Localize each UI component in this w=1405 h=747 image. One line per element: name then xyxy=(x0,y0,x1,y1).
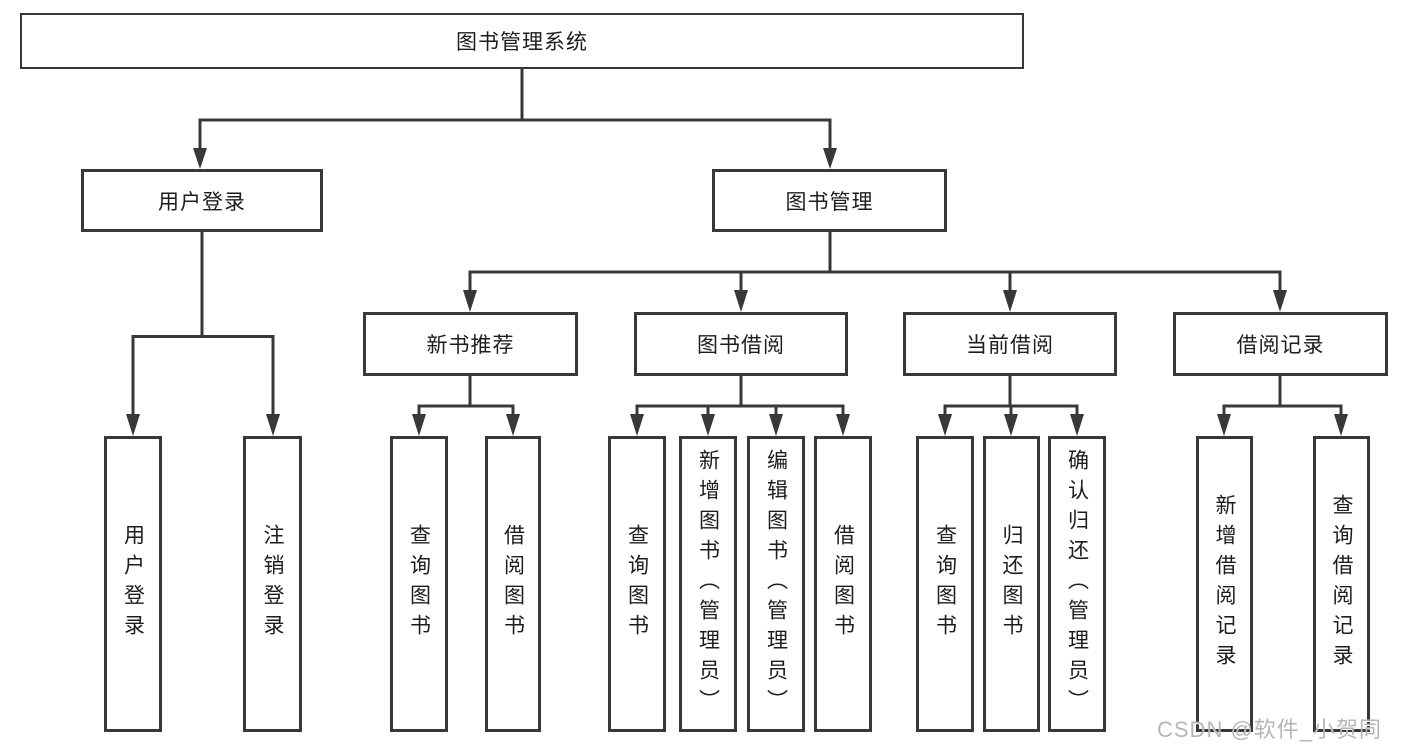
connector-current-borrowing-children xyxy=(938,374,1084,436)
node-leaf-nr-borrow-books-label: 借阅图书 xyxy=(501,524,525,644)
node-leaf-bb-query-books-label: 查询图书 xyxy=(625,524,649,644)
arrowhead-icon xyxy=(630,414,644,436)
node-leaf-br-add-record: 新增借阅记录 xyxy=(1196,436,1253,732)
node-borrowing-records: 借阅记录 xyxy=(1173,312,1388,376)
node-leaf-cb-return-books-label: 归还图书 xyxy=(1000,524,1023,644)
node-user-login: 用户登录 xyxy=(81,169,323,232)
node-leaf-br-query-record-label: 查询借阅记录 xyxy=(1330,494,1353,674)
arrowhead-icon xyxy=(836,414,850,436)
arrowhead-icon xyxy=(412,414,426,436)
arrowhead-icon xyxy=(266,414,280,436)
node-leaf-logout: 注销登录 xyxy=(243,436,302,732)
arrowhead-icon xyxy=(1217,414,1231,436)
arrowhead-icon xyxy=(193,148,207,169)
arrowhead-icon xyxy=(1273,290,1287,312)
node-new-book-recommend: 新书推荐 xyxy=(363,312,578,376)
node-borrowing-records-label: 借阅记录 xyxy=(1236,334,1325,357)
arrowhead-icon xyxy=(1003,290,1017,312)
arrowhead-icon xyxy=(1070,414,1084,436)
node-root: 图书管理系统 xyxy=(20,13,1024,69)
arrowhead-icon xyxy=(126,414,140,436)
arrowhead-icon xyxy=(938,414,952,436)
connector-new-book-recommend-children xyxy=(412,374,520,436)
node-leaf-br-add-record-label: 新增借阅记录 xyxy=(1213,494,1236,674)
node-leaf-nr-query-books: 查询图书 xyxy=(390,436,448,732)
node-leaf-bb-query-books: 查询图书 xyxy=(608,436,666,732)
node-new-book-recommend-label: 新书推荐 xyxy=(426,334,515,357)
arrowhead-icon xyxy=(734,290,748,312)
arrowhead-icon xyxy=(701,414,715,436)
arrowhead-icon xyxy=(1004,414,1018,436)
node-leaf-bb-borrow-books: 借阅图书 xyxy=(814,436,872,732)
node-leaf-user-login: 用户登录 xyxy=(104,436,162,732)
node-leaf-bb-add-books-label: 新增图书（管理员） xyxy=(696,449,720,719)
node-current-borrowing-label: 当前借阅 xyxy=(966,334,1054,357)
connector-borrowing-records-children xyxy=(1217,374,1348,436)
node-leaf-user-login-label: 用户登录 xyxy=(121,524,145,644)
node-current-borrowing: 当前借阅 xyxy=(903,312,1117,376)
arrowhead-icon xyxy=(1334,414,1348,436)
node-leaf-logout-label: 注销登录 xyxy=(261,524,284,644)
node-user-login-label: 用户登录 xyxy=(158,190,246,214)
connector-book-borrowing-children xyxy=(630,374,850,436)
node-leaf-bb-edit-books: 编辑图书（管理员） xyxy=(747,436,805,732)
arrowhead-icon xyxy=(463,290,477,312)
node-leaf-br-query-record: 查询借阅记录 xyxy=(1313,436,1370,732)
node-leaf-cb-confirm-return: 确认归还（管理员） xyxy=(1048,436,1106,732)
arrowhead-icon xyxy=(769,414,783,436)
node-book-management-label: 图书管理 xyxy=(785,190,874,214)
node-leaf-bb-add-books: 新增图书（管理员） xyxy=(679,436,737,732)
node-book-borrowing: 图书借阅 xyxy=(634,312,848,376)
watermark: CSDN @软件_小贺同学 xyxy=(1157,717,1383,742)
connector-book-management-children xyxy=(463,231,1287,312)
node-leaf-cb-query-books: 查询图书 xyxy=(916,436,974,732)
node-book-management: 图书管理 xyxy=(712,169,947,232)
node-book-borrowing-label: 图书借阅 xyxy=(697,334,785,357)
node-leaf-nr-borrow-books: 借阅图书 xyxy=(485,436,541,732)
node-leaf-cb-return-books: 归还图书 xyxy=(983,436,1040,732)
node-leaf-nr-query-books-label: 查询图书 xyxy=(407,524,431,644)
connector-user-login-children xyxy=(126,231,280,436)
node-root-label: 图书管理系统 xyxy=(456,31,588,54)
node-leaf-bb-edit-books-label: 编辑图书（管理员） xyxy=(764,449,788,719)
node-leaf-bb-borrow-books-label: 借阅图书 xyxy=(831,524,855,644)
arrowhead-icon xyxy=(823,148,837,169)
node-leaf-cb-confirm-return-label: 确认归还（管理员） xyxy=(1065,449,1089,719)
arrowhead-icon xyxy=(506,414,520,436)
connector-root-to-level2 xyxy=(193,68,837,169)
node-leaf-cb-query-books-label: 查询图书 xyxy=(933,524,957,644)
